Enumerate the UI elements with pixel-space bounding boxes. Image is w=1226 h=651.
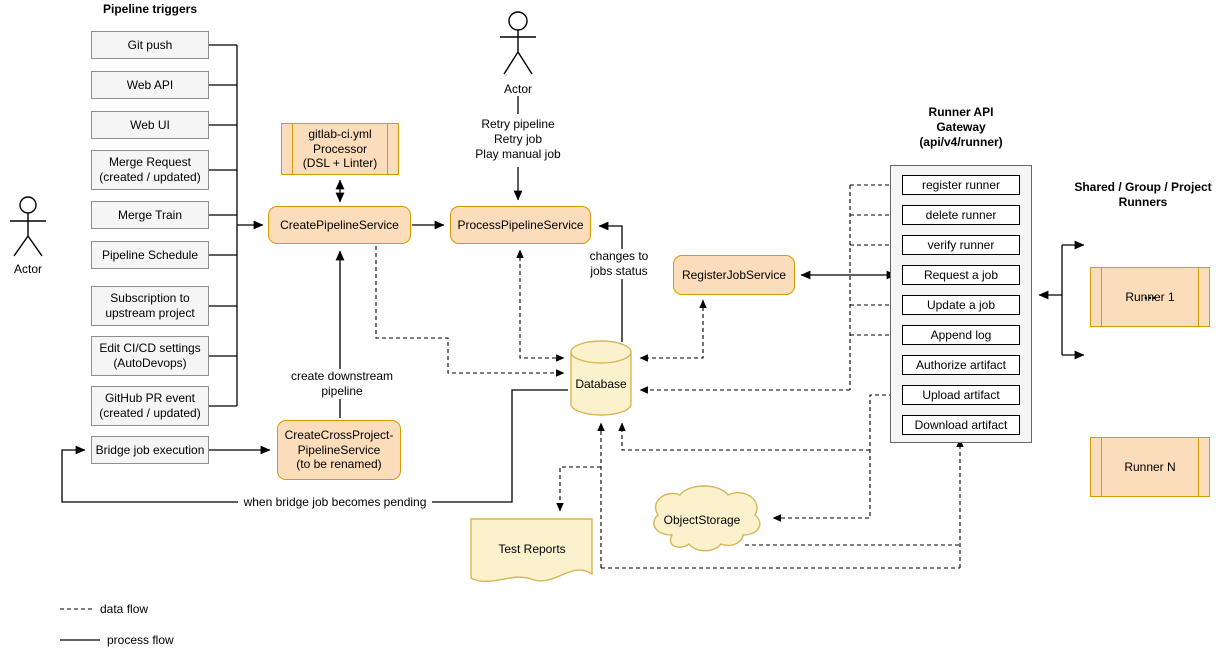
component-bar bbox=[1101, 438, 1102, 496]
endpoint-download-artifact: Download artifact bbox=[902, 415, 1020, 435]
actor-top-figure bbox=[500, 11, 536, 75]
gateway-bus-dashed bbox=[849, 184, 900, 390]
process-pipeline-service-node: ProcessPipelineService bbox=[450, 206, 591, 244]
trigger-github-pr: GitHub PR event (created / updated) bbox=[91, 386, 209, 426]
endpoint-authorize-artifact: Authorize artifact bbox=[902, 355, 1020, 375]
trigger-merge-request: Merge Request (created / updated) bbox=[91, 150, 209, 190]
upload-to-objectstorage-dashed bbox=[772, 394, 900, 522]
create-pipeline-service-node: CreatePipelineService bbox=[268, 206, 411, 244]
legend-process-flow-label: process flow bbox=[107, 633, 174, 647]
data-flow-lines bbox=[60, 184, 964, 610]
registerjob-db-dashed bbox=[639, 299, 707, 362]
cross-project-service-node: CreateCrossProject- PipelineService (to … bbox=[277, 420, 401, 480]
component-bar bbox=[1101, 268, 1102, 326]
endpoint-register-runner: register runner bbox=[902, 175, 1020, 195]
database-label: Database bbox=[575, 377, 627, 391]
when-bridge-label: when bridge job becomes pending bbox=[238, 495, 432, 510]
trigger-git-push: Git push bbox=[91, 31, 209, 59]
create-downstream-label: create downstream pipeline bbox=[278, 369, 406, 399]
actor-top-label: Actor bbox=[503, 82, 532, 96]
database-cylinder bbox=[570, 340, 632, 416]
db-to-process-status-arrow bbox=[598, 221, 623, 342]
trigger-edit-cicd: Edit CI/CD settings (AutoDevops) bbox=[91, 336, 209, 376]
processpipeline-db-dashed bbox=[516, 249, 565, 362]
component-bar bbox=[292, 124, 293, 174]
trigger-pipeline-schedule: Pipeline Schedule bbox=[91, 241, 209, 269]
endpoint-verify-runner: verify runner bbox=[902, 235, 1020, 255]
endpoint-update-job: Update a job bbox=[902, 295, 1020, 315]
actor-left-figure bbox=[10, 196, 46, 257]
runner-n-node: Runner N bbox=[1090, 437, 1210, 497]
register-job-service-node: RegisterJobService bbox=[673, 255, 795, 295]
trigger-bus-line bbox=[209, 44, 238, 407]
gateway-title: Runner API Gateway (api/v4/runner) bbox=[919, 105, 1003, 149]
runner-1-node: Runner 1 bbox=[1090, 267, 1210, 327]
trigger-bridge-job: Bridge job execution bbox=[91, 436, 209, 464]
gitlab-ci-processor-node: gitlab-ci.yml Processor (DSL + Linter) bbox=[281, 123, 399, 175]
db-to-testreports-dashed bbox=[556, 466, 601, 512]
runners-title: Shared / Group / Project Runners bbox=[1074, 180, 1212, 209]
component-bar bbox=[387, 124, 388, 174]
test-reports-document bbox=[470, 518, 593, 583]
gitlab-ci-processor-label: gitlab-ci.yml Processor (DSL + Linter) bbox=[302, 127, 378, 171]
object-storage-cloud bbox=[653, 485, 761, 552]
upload-to-db-dashed bbox=[618, 422, 870, 451]
endpoint-request-job: Request a job bbox=[902, 265, 1020, 285]
endpoint-append-log: Append log bbox=[902, 325, 1020, 345]
actor-left-label: Actor bbox=[13, 262, 42, 276]
object-storage-label: ObjectStorage bbox=[663, 513, 741, 527]
trigger-web-api: Web API bbox=[91, 71, 209, 99]
endpoint-upload-artifact: Upload artifact bbox=[902, 385, 1020, 405]
component-bar bbox=[1198, 268, 1199, 326]
pipeline-triggers-heading: Pipeline triggers bbox=[102, 2, 198, 16]
endpoint-delete-runner: delete runner bbox=[902, 205, 1020, 225]
legend-data-flow-label: data flow bbox=[100, 602, 149, 616]
trigger-subscription: Subscription to upstream project bbox=[91, 286, 209, 326]
runners-ellipsis: ... bbox=[1143, 286, 1157, 303]
component-bar bbox=[1198, 438, 1199, 496]
trigger-merge-train: Merge Train bbox=[91, 201, 209, 229]
retry-label: Retry pipeline Retry job Play manual job bbox=[475, 117, 561, 161]
test-reports-label: Test Reports bbox=[498, 542, 566, 556]
changes-label: changes to jobs status bbox=[582, 249, 656, 279]
runner-1-label: Runner 1 bbox=[1125, 289, 1175, 304]
runner-n-label: Runner N bbox=[1124, 459, 1176, 474]
trigger-web-ui: Web UI bbox=[91, 111, 209, 139]
createpipeline-to-db-dashed bbox=[375, 246, 565, 377]
